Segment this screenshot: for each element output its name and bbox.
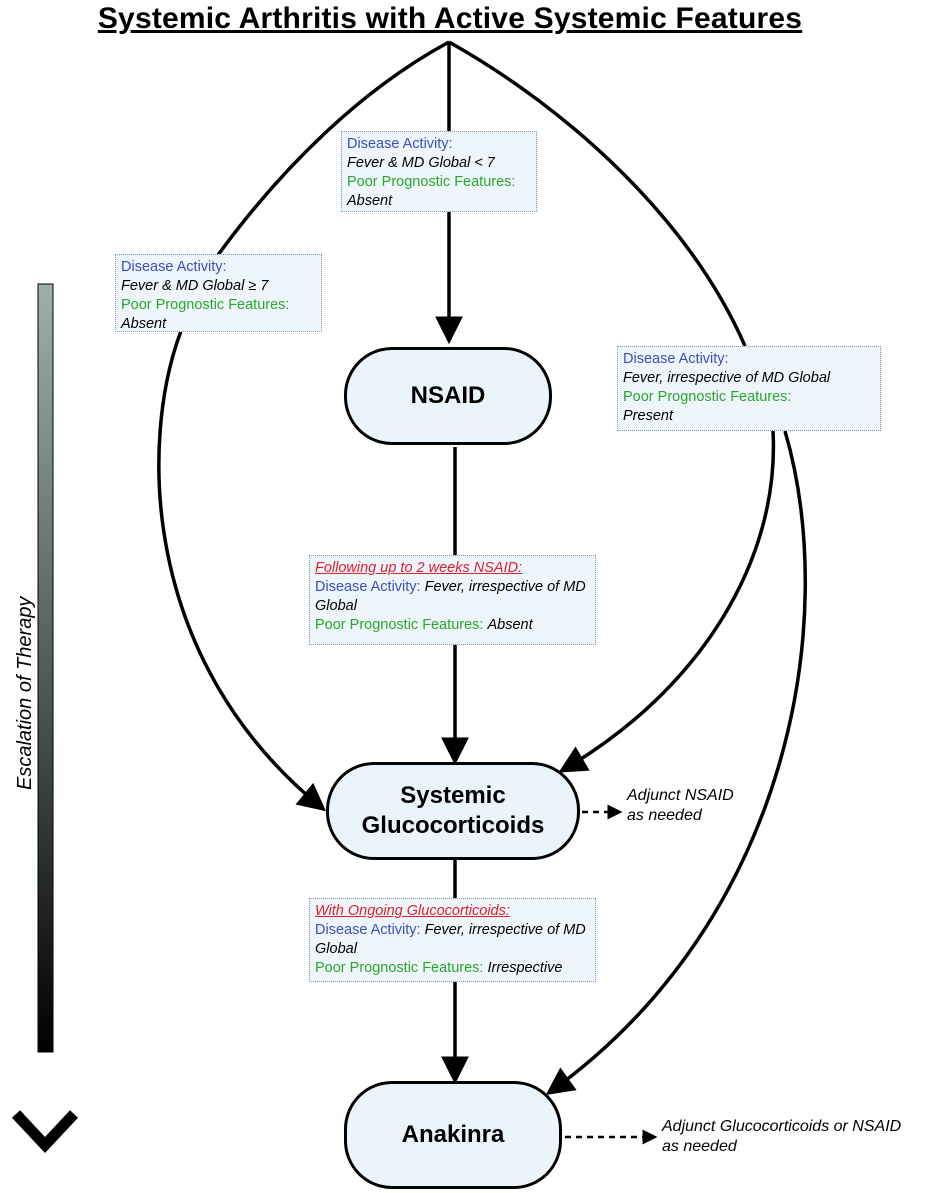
- criteria-box-right: Disease Activity: Fever, irrespective of…: [617, 346, 881, 431]
- adjunct-gluco-line1: Adjunct NSAID: [627, 787, 734, 804]
- prognostic-value: Absent: [347, 193, 393, 209]
- escalation-arrow-shaft: [37, 283, 54, 1053]
- activity-value: Fever & MD Global ≥ 7: [121, 278, 269, 294]
- node-nsaid: NSAID: [344, 347, 552, 445]
- edge-right-anakinra: [545, 430, 808, 1096]
- node-gluco-line2: Glucocorticoids: [361, 812, 545, 839]
- activity-label: Disease Activity:: [121, 259, 227, 275]
- node-nsaid-label: NSAID: [410, 382, 486, 409]
- criteria-box-left: Disease Activity: Fever & MD Global ≥ 7 …: [115, 254, 322, 332]
- activity-label: Disease Activity:: [623, 351, 729, 367]
- activity-value: Fever & MD Global < 7: [347, 155, 495, 171]
- criteria-box-after-gluco: With Ongoing Glucocorticoids: Disease Ac…: [309, 898, 596, 982]
- prognostic-value: Absent: [121, 316, 167, 332]
- prognostic-value: Absent: [487, 617, 533, 633]
- activity-value: Fever, irrespective of MD Global: [315, 579, 586, 614]
- node-anakinra: Anakinra: [344, 1081, 562, 1189]
- criteria-box-center: Disease Activity: Fever & MD Global < 7 …: [341, 131, 537, 212]
- node-anakinra-label: Anakinra: [401, 1121, 505, 1148]
- escalation-arrow-head: [11, 1110, 79, 1154]
- criteria-heading: With Ongoing Glucocorticoids:: [315, 903, 510, 919]
- edge-top-left-box: [216, 40, 450, 257]
- prognostic-label: Poor Prognostic Features:: [315, 617, 484, 633]
- criteria-box-after-nsaid: Following up to 2 weeks NSAID: Disease A…: [309, 555, 596, 645]
- adjunct-anakinra-note: Adjunct Glucocorticoids or NSAID as need…: [662, 1117, 901, 1157]
- adjunct-gluco-note: Adjunct NSAID as needed: [627, 786, 734, 826]
- criteria-heading: Following up to 2 weeks NSAID:: [315, 560, 523, 576]
- node-gluco-line1: Systemic: [400, 782, 506, 809]
- edge-right-gluco: [558, 430, 776, 773]
- diagram-title: Systemic Arthritis with Active Systemic …: [97, 2, 803, 35]
- activity-value: Fever, irrespective of MD Global: [315, 922, 586, 957]
- escalation-label: Escalation of Therapy: [14, 596, 36, 790]
- prognostic-label: Poor Prognostic Features:: [315, 960, 484, 976]
- edge-top-right-box: [448, 40, 747, 347]
- prognostic-label: Poor Prognostic Features:: [623, 389, 792, 405]
- activity-label: Disease Activity:: [315, 922, 421, 938]
- node-glucocorticoids: Systemic Glucocorticoids: [326, 762, 580, 860]
- edge-left-gluco: [157, 330, 327, 812]
- prognostic-label: Poor Prognostic Features:: [121, 297, 290, 313]
- adjunct-anakinra-line2: as needed: [662, 1138, 737, 1155]
- adjunct-anakinra-line1: Adjunct Glucocorticoids or NSAID: [662, 1118, 902, 1135]
- activity-value: Fever, irrespective of MD Global: [623, 370, 831, 386]
- prognostic-value: Present: [623, 408, 673, 424]
- prognostic-value: Irrespective: [487, 960, 563, 976]
- activity-label: Disease Activity:: [347, 136, 453, 152]
- activity-label: Disease Activity:: [315, 579, 421, 595]
- prognostic-label: Poor Prognostic Features:: [347, 174, 516, 190]
- adjunct-gluco-line2: as needed: [627, 807, 702, 824]
